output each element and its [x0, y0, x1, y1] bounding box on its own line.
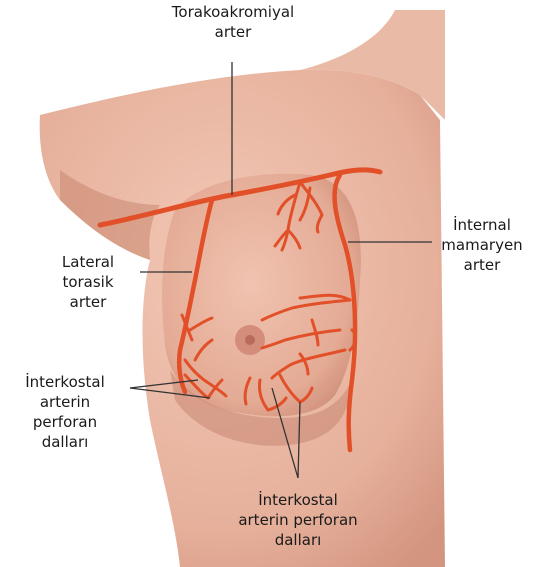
lateral-thoracic-label-line2: torasik	[38, 272, 138, 292]
intercostal-left-label-line2: arterin	[0, 392, 130, 412]
nipple	[245, 335, 255, 345]
intercostal-left-label-line1: İnterkostal	[0, 372, 130, 392]
internal-mammary-label-line1: İnternal	[432, 215, 532, 235]
internal-mammary-label-line3: arter	[432, 255, 532, 275]
intercostal-bottom-label: İnterkostal arterin perforan dalları	[208, 490, 388, 550]
intercostal-bottom-label-line3: dalları	[208, 530, 388, 550]
intercostal-left-label-line3: perforan	[0, 412, 130, 432]
thoracoacromial-label: Torakoakromiyal arter	[148, 2, 318, 42]
internal-mammary-label-line2: mamaryen	[432, 235, 532, 255]
intercostal-left-label-line4: dalları	[0, 432, 130, 452]
intercostal-bottom-label-line1: İnterkostal	[208, 490, 388, 510]
lateral-thoracic-label-line1: Lateral	[38, 252, 138, 272]
thoracoacromial-label-line1: Torakoakromiyal	[148, 2, 318, 22]
intercostal-left-label: İnterkostal arterin perforan dalları	[0, 372, 130, 452]
lateral-thoracic-label: Lateral torasik arter	[38, 252, 138, 312]
internal-mammary-label: İnternal mamaryen arter	[432, 215, 532, 275]
intercostal-bottom-label-line2: arterin perforan	[208, 510, 388, 530]
lateral-thoracic-label-line3: arter	[38, 292, 138, 312]
thoracoacromial-label-line2: arter	[148, 22, 318, 42]
